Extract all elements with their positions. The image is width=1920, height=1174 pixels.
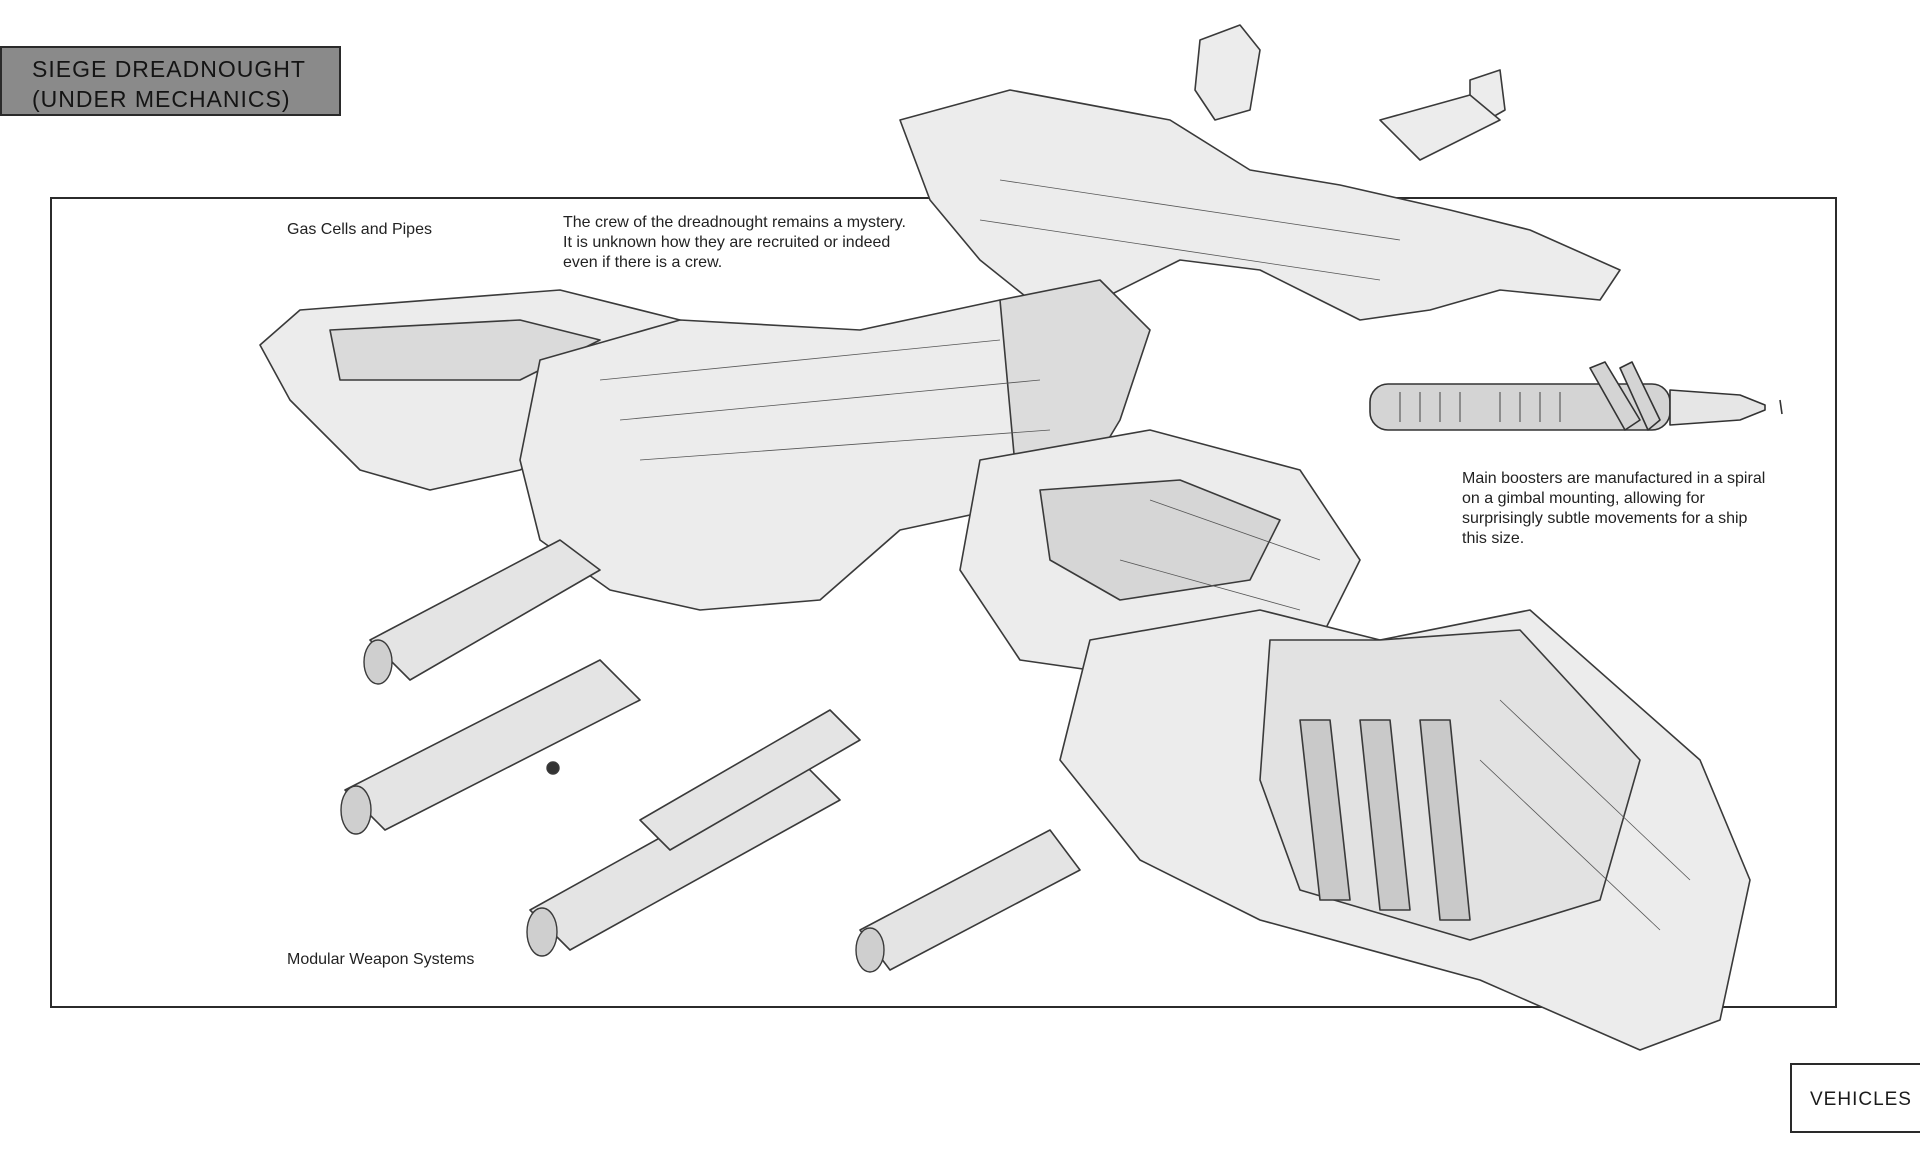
barrel-upper-left — [369, 539, 601, 681]
vehicles-tab: VEHICLES — [1790, 1063, 1920, 1133]
crew-note-line: The crew of the dreadnought remains a my… — [563, 214, 906, 231]
gas-cells-label: Gas Cells and Pipes — [287, 221, 432, 238]
barrel-lower-right — [859, 829, 1081, 971]
weapons-label: Modular Weapon Systems — [287, 951, 475, 968]
page-title-line2: (UNDER MECHANICS) — [32, 86, 291, 112]
barrel-mid-left — [344, 659, 641, 831]
boosters-note-line: on a gimbal mounting, allowing for — [1462, 490, 1705, 507]
page-title-line1: SIEGE DREADNOUGHT — [32, 56, 306, 82]
boosters-note-line: this size. — [1462, 530, 1525, 547]
boosters-note: Main boosters are manufactured in a spir… — [1462, 469, 1765, 549]
crew-note-line: It is unknown how they are recruited or … — [563, 234, 891, 251]
upper-fin-section — [899, 89, 1621, 321]
crew-note: The crew of the dreadnought remains a my… — [563, 213, 906, 273]
boosters-note-line: surprisingly subtle movements for a ship — [1462, 510, 1748, 527]
page-title: SIEGE DREADNOUGHT (UNDER MECHANICS) — [0, 46, 341, 116]
booster-sketch — [1369, 361, 1783, 431]
barrel-lower-left — [529, 759, 841, 951]
boosters-note-line: Main boosters are manufactured in a spir… — [1462, 470, 1766, 487]
crew-note-line: even if there is a crew. — [563, 254, 723, 271]
